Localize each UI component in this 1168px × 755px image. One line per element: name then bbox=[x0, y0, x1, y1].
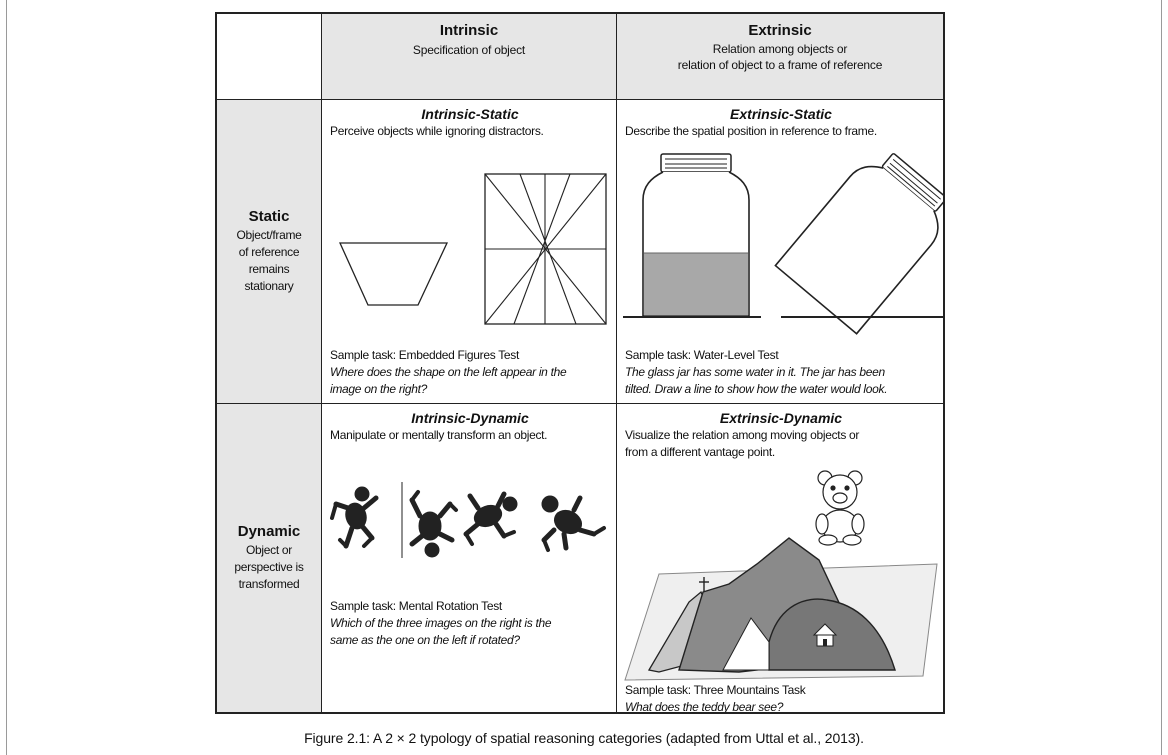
embedded-figures-illustration bbox=[338, 173, 607, 325]
intrinsic-dynamic-question-1: Which of the three images on the right i… bbox=[330, 616, 552, 630]
extrinsic-static-title: Extrinsic-Static bbox=[730, 106, 832, 122]
intrinsic-dynamic-desc: Manipulate or mentally transform an obje… bbox=[330, 428, 548, 442]
intrinsic-dynamic-question-2: same as the one on the left if rotated? bbox=[330, 633, 520, 647]
corner-cell bbox=[217, 14, 322, 100]
header-intrinsic-subtitle: Specification of object bbox=[412, 43, 526, 57]
row-static-sub-1: Object/frame bbox=[236, 228, 302, 242]
cell-intrinsic-static: Intrinsic-Static Perceive objects while … bbox=[322, 100, 617, 404]
intrinsic-static-sample-task: Sample task: Embedded Figures Test bbox=[330, 348, 520, 362]
extrinsic-dynamic-desc-2: from a different vantage point. bbox=[625, 445, 775, 459]
header-intrinsic: Intrinsic Specification of object bbox=[322, 14, 617, 100]
water-level-illustration bbox=[623, 153, 943, 335]
intrinsic-dynamic-sample: Sample task: Mental Rotation Test Which … bbox=[330, 598, 610, 649]
extrinsic-dynamic-sample: Sample task: Three Mountains Task What d… bbox=[625, 682, 937, 712]
extrinsic-static-desc: Describe the spatial position in referen… bbox=[625, 124, 877, 138]
mental-rotation-illustration bbox=[330, 482, 606, 558]
row-header-static: Static Object/frame of reference remains… bbox=[217, 100, 322, 404]
row-header-dynamic: Dynamic Object or perspective is transfo… bbox=[217, 404, 322, 712]
three-mountains-illustration bbox=[624, 470, 938, 681]
extrinsic-static-question-1: The glass jar has some water in it. The … bbox=[625, 365, 885, 379]
header-extrinsic: Extrinsic Relation among objects or rela… bbox=[617, 14, 943, 100]
row-static-sub-3: remains bbox=[248, 262, 290, 276]
row-dynamic-title: Dynamic bbox=[237, 523, 301, 540]
cell-intrinsic-dynamic: Intrinsic-Dynamic Manipulate or mentally… bbox=[322, 404, 617, 712]
intrinsic-dynamic-sample-task: Sample task: Mental Rotation Test bbox=[330, 599, 502, 613]
header-extrinsic-title: Extrinsic bbox=[748, 22, 812, 39]
extrinsic-static-sample-task: Sample task: Water-Level Test bbox=[625, 348, 779, 362]
header-extrinsic-subtitle-1: Relation among objects or bbox=[712, 42, 848, 56]
row-dynamic-sub-1: Object or bbox=[246, 543, 292, 557]
row-dynamic-sub-3: transformed bbox=[238, 577, 300, 591]
header-intrinsic-title: Intrinsic bbox=[439, 22, 499, 39]
intrinsic-static-sample: Sample task: Embedded Figures Test Where… bbox=[330, 347, 610, 398]
teddy-bear-icon bbox=[815, 470, 865, 546]
cell-extrinsic-static: Extrinsic-Static Describe the spatial po… bbox=[617, 100, 943, 404]
page-frame bbox=[6, 0, 1162, 755]
extrinsic-static-question-2: tilted. Draw a line to show how the wate… bbox=[625, 382, 888, 396]
extrinsic-dynamic-sample-task: Sample task: Three Mountains Task bbox=[625, 683, 806, 697]
figure-caption: Figure 2.1: A 2 × 2 typology of spatial … bbox=[304, 730, 864, 746]
intrinsic-static-desc: Perceive objects while ignoring distract… bbox=[330, 124, 544, 138]
extrinsic-dynamic-question: What does the teddy bear see? bbox=[625, 700, 784, 712]
header-extrinsic-subtitle-2: relation of object to a frame of referen… bbox=[677, 58, 883, 72]
row-static-title: Static bbox=[248, 208, 290, 225]
row-dynamic-sub-2: perspective is bbox=[234, 560, 304, 574]
intrinsic-static-title: Intrinsic-Static bbox=[421, 106, 519, 122]
intrinsic-dynamic-title: Intrinsic-Dynamic bbox=[411, 410, 529, 426]
extrinsic-dynamic-desc-1: Visualize the relation among moving obje… bbox=[625, 428, 860, 442]
intrinsic-static-question-1: Where does the shape on the left appear … bbox=[330, 365, 567, 379]
extrinsic-dynamic-title: Extrinsic-Dynamic bbox=[719, 410, 843, 426]
row-static-sub-4: stationary bbox=[244, 279, 294, 293]
cell-extrinsic-dynamic: Extrinsic-Dynamic Visualize the relation… bbox=[617, 404, 943, 712]
intrinsic-static-question-2: image on the right? bbox=[330, 382, 428, 396]
row-static-sub-2: of reference bbox=[238, 245, 300, 259]
typology-table: Intrinsic Specification of object Extrin… bbox=[215, 12, 945, 714]
extrinsic-static-sample: Sample task: Water-Level Test The glass … bbox=[625, 347, 937, 398]
